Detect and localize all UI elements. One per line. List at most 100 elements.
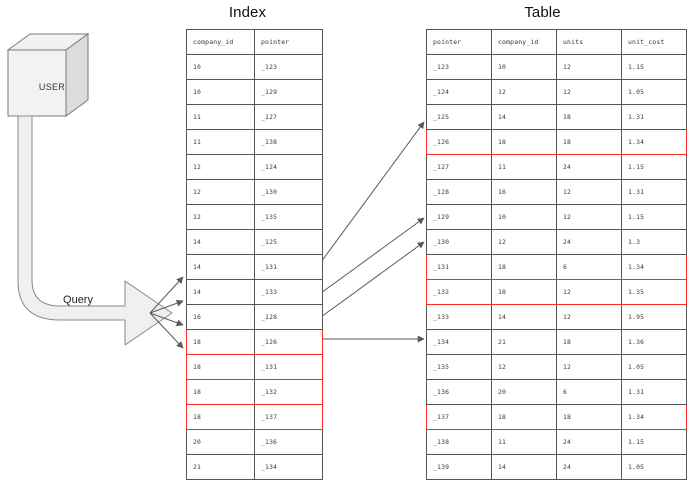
table-cell-unit_cost: 1.34 bbox=[621, 254, 687, 280]
index-cell-pointer: _137 bbox=[254, 404, 323, 430]
table-cell-units: 6 bbox=[556, 254, 622, 280]
index-row: 12_124 bbox=[186, 154, 323, 180]
index-cell-company_id: 14 bbox=[186, 254, 255, 280]
user-cube-icon bbox=[6, 33, 90, 117]
table-cell-pointer: _128 bbox=[426, 179, 492, 205]
index-title: Index bbox=[228, 4, 267, 21]
table-cell-company_id: 21 bbox=[491, 329, 557, 355]
table-header-pointer: pointer bbox=[426, 29, 492, 55]
pointer-arrow-131 bbox=[309, 217, 425, 302]
table-cell-company_id: 20 bbox=[491, 379, 557, 405]
index-cell-company_id: 12 bbox=[186, 179, 255, 205]
table-cell-pointer: _136 bbox=[426, 379, 492, 405]
index-cell-pointer: _136 bbox=[254, 429, 323, 455]
index-cell-company_id: 18 bbox=[186, 329, 255, 355]
table-title: Table bbox=[524, 4, 561, 21]
table-header-units: units bbox=[556, 29, 622, 55]
index-row: 10_123 bbox=[186, 54, 323, 80]
index-cell-company_id: 18 bbox=[186, 404, 255, 430]
table-cell-company_id: 11 bbox=[491, 429, 557, 455]
table-cell-units: 24 bbox=[556, 429, 622, 455]
table-cell-pointer: _130 bbox=[426, 229, 492, 255]
table-cell-pointer: _132 bbox=[426, 279, 492, 305]
index-to-table-arrows bbox=[309, 121, 425, 343]
table-cell-unit_cost: 1.15 bbox=[621, 154, 687, 180]
query-arrow-to-index-126 bbox=[149, 276, 184, 314]
index-row: 10_129 bbox=[186, 79, 323, 105]
table-cell-pointer: _133 bbox=[426, 304, 492, 330]
query-label: Query bbox=[63, 294, 93, 306]
table-cell-company_id: 16 bbox=[491, 179, 557, 205]
table-cell-pointer: _124 bbox=[426, 79, 492, 105]
table-cell-pointer: _139 bbox=[426, 454, 492, 480]
table-cell-pointer: _131 bbox=[426, 254, 492, 280]
index-row: 14_131 bbox=[186, 254, 323, 280]
query-to-index-arrows bbox=[149, 276, 184, 349]
index-cell-pointer: _133 bbox=[254, 279, 323, 305]
table-cell-pointer: _123 bbox=[426, 54, 492, 80]
table-cell-unit_cost: 1.31 bbox=[621, 179, 687, 205]
table-cell-units: 18 bbox=[556, 129, 622, 155]
table-cell-unit_cost: 1.05 bbox=[621, 454, 687, 480]
table-cell-company_id: 11 bbox=[491, 154, 557, 180]
table-cell-unit_cost: 1.3 bbox=[621, 229, 687, 255]
table-cell-unit_cost: 1.15 bbox=[621, 54, 687, 80]
pointer-arrow-126 bbox=[309, 121, 425, 278]
index-header-company_id: company_id bbox=[186, 29, 255, 55]
index-cell-pointer: _134 bbox=[254, 454, 323, 480]
table-cell-unit_cost: 1.31 bbox=[621, 104, 687, 130]
table-cell-units: 24 bbox=[556, 229, 622, 255]
index-cell-company_id: 18 bbox=[186, 354, 255, 380]
table-cell-company_id: 12 bbox=[491, 354, 557, 380]
index-row: 14_125 bbox=[186, 229, 323, 255]
table-cell-company_id: 18 bbox=[491, 254, 557, 280]
table-cell-unit_cost: 1.15 bbox=[621, 429, 687, 455]
index-cell-pointer: _131 bbox=[254, 354, 323, 380]
index-cell-company_id: 18 bbox=[186, 379, 255, 405]
index-cell-pointer: _129 bbox=[254, 79, 323, 105]
query-arrow-to-index-131 bbox=[149, 299, 184, 314]
query-arrow-to-index-137 bbox=[149, 312, 184, 349]
table-cell-company_id: 12 bbox=[491, 229, 557, 255]
index-cell-pointer: _131 bbox=[254, 254, 323, 280]
index-row: 12_130 bbox=[186, 179, 323, 205]
index-row-highlighted: 18_132 bbox=[186, 379, 323, 405]
user-label: USER bbox=[38, 82, 66, 92]
table-cell-unit_cost: 1.31 bbox=[621, 379, 687, 405]
table-cell-unit_cost: 1.95 bbox=[621, 304, 687, 330]
table-cell-company_id: 18 bbox=[491, 129, 557, 155]
index-cell-pointer: _124 bbox=[254, 154, 323, 180]
table-cell-units: 12 bbox=[556, 79, 622, 105]
table-cell-units: 18 bbox=[556, 404, 622, 430]
index-cell-pointer: _125 bbox=[254, 229, 323, 255]
table-cell-units: 12 bbox=[556, 354, 622, 380]
index-cell-pointer: _138 bbox=[254, 129, 323, 155]
table-cell-pointer: _137 bbox=[426, 404, 492, 430]
table-cell-units: 18 bbox=[556, 104, 622, 130]
index-row: 20_136 bbox=[186, 429, 323, 455]
index-cell-pointer: _127 bbox=[254, 104, 323, 130]
table-cell-company_id: 14 bbox=[491, 454, 557, 480]
table-cell-pointer: _127 bbox=[426, 154, 492, 180]
index-row-highlighted: 18_131 bbox=[186, 354, 323, 380]
pointer-arrow-132 bbox=[309, 241, 425, 326]
table-cell-pointer: _125 bbox=[426, 104, 492, 130]
table-cell-company_id: 10 bbox=[491, 204, 557, 230]
table-cell-pointer: _126 bbox=[426, 129, 492, 155]
table-cell-pointer: _134 bbox=[426, 329, 492, 355]
table-cell-units: 6 bbox=[556, 379, 622, 405]
